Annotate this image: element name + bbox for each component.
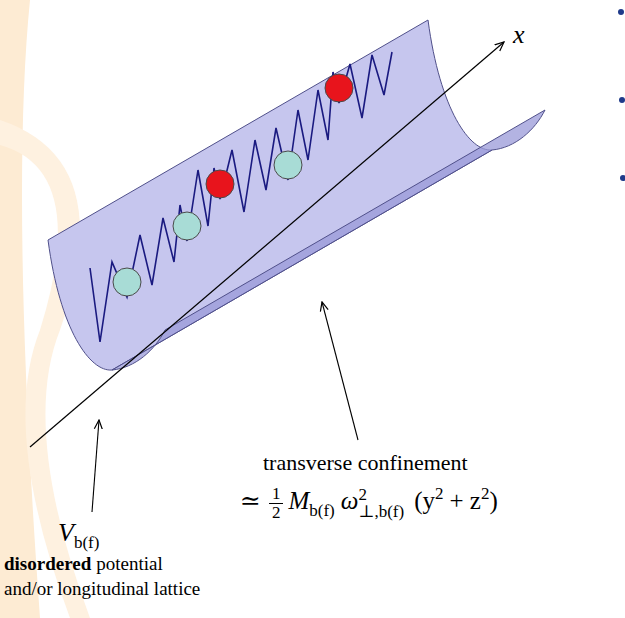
potential-zigzag xyxy=(90,52,392,342)
approx-sign: ≃ xyxy=(240,487,261,514)
confinement-label: transverse confinement xyxy=(263,450,468,476)
leader-line xyxy=(322,302,358,440)
template-band xyxy=(0,0,40,618)
axis-name: x xyxy=(513,20,525,49)
x-axis xyxy=(30,42,504,447)
boson-atom xyxy=(173,212,201,240)
mass-subscript: b(f) xyxy=(309,501,334,520)
disorder-note: disorderedpotential and/or longitudinal … xyxy=(4,552,239,601)
formula-term: + z xyxy=(449,487,480,514)
boson-atom xyxy=(274,151,302,179)
bullet-dot xyxy=(620,175,625,181)
fermion-atom xyxy=(325,74,353,102)
frequency-symbol: ω xyxy=(341,487,359,514)
label-text: transverse confinement xyxy=(263,450,468,475)
fraction-numerator: 1 xyxy=(269,485,284,504)
bullet-dot xyxy=(619,97,625,103)
mass-symbol: M xyxy=(288,487,309,514)
potential-label: Vb(f) xyxy=(58,518,99,553)
fermion-atom xyxy=(206,170,234,198)
trough-back-wall xyxy=(48,20,492,370)
bold-word: disordered xyxy=(4,553,91,574)
frequency-exponent: 2 xyxy=(358,486,404,503)
confinement-formula: ≃12Mb(f)ω2⊥,b(f)(y2+ z2) xyxy=(240,480,498,524)
potential-subscript: b(f) xyxy=(74,533,99,552)
exponent: 2 xyxy=(435,484,444,503)
boson-atom xyxy=(113,268,141,296)
formula-term: (y xyxy=(414,487,435,514)
leader-line xyxy=(92,420,99,512)
frequency-subscript: ⊥,b(f) xyxy=(358,503,404,520)
potential-symbol: V xyxy=(58,518,74,547)
axis-label: x xyxy=(513,20,525,50)
formula-paren: ) xyxy=(489,487,497,514)
fraction-denominator: 2 xyxy=(269,504,284,522)
exponent: 2 xyxy=(481,484,490,503)
bullet-dot xyxy=(618,9,624,15)
